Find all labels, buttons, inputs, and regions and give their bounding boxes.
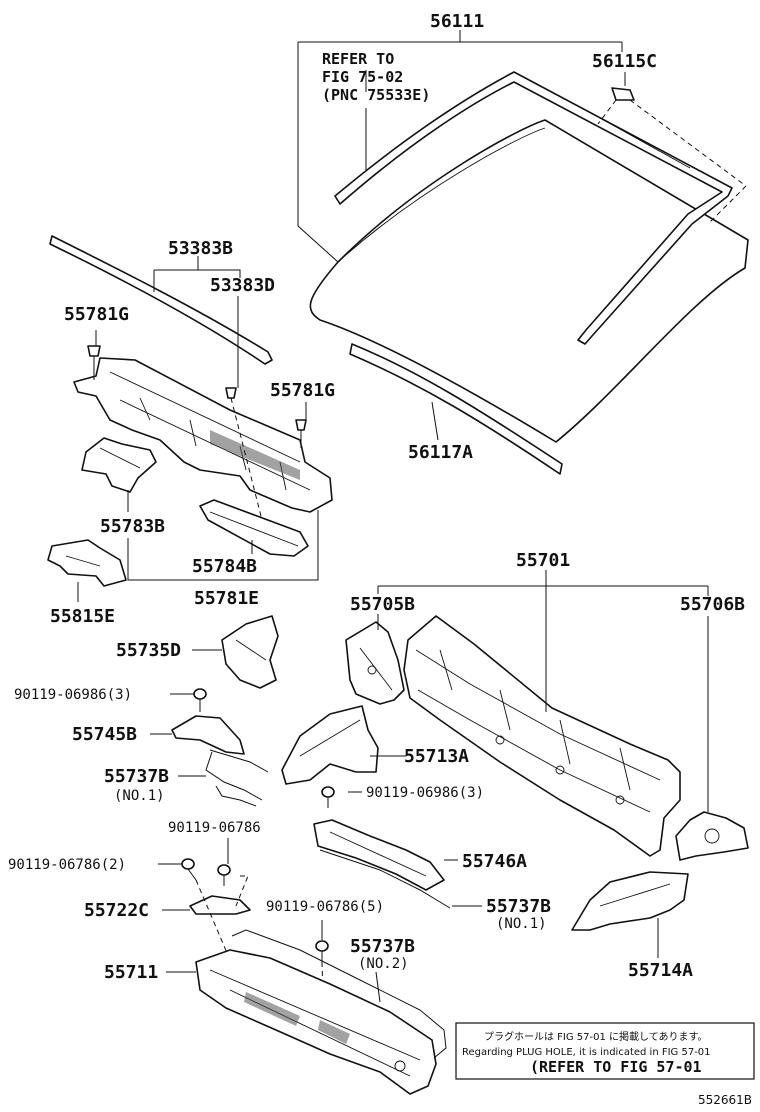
- hood-weatherstrip[interactable]: [49, 235, 273, 365]
- cowl-louver-seal[interactable]: [199, 499, 309, 557]
- label-55781g-right: 55781G: [270, 380, 335, 401]
- cowl-lower-leaders: [166, 971, 381, 1003]
- moulding-retainer[interactable]: [611, 87, 635, 101]
- label-55781e: 55781E: [194, 588, 259, 609]
- bolt-90119-06986-right[interactable]: [321, 786, 335, 808]
- cowl-side-panel-right[interactable]: [675, 811, 749, 861]
- note-japanese: プラグホールは FIG 57-01 に掲載してあります。: [484, 1030, 707, 1043]
- cowl-bracket-55745b[interactable]: [171, 715, 245, 755]
- cowl-panel[interactable]: [403, 615, 681, 857]
- label-53383b: 53383B: [168, 238, 233, 259]
- windshield-glass[interactable]: [309, 119, 749, 443]
- label-56117a: 56117A: [408, 442, 473, 463]
- lower-bracket-group: [171, 688, 451, 1031]
- label-55737b-no2: 55737B: [350, 936, 415, 957]
- qualifier-no2: (NO.2): [358, 956, 409, 972]
- cowl-lower-panel[interactable]: [195, 949, 437, 1095]
- cowl-side-panel-left[interactable]: [345, 621, 405, 705]
- clip-53383d[interactable]: [225, 387, 237, 399]
- cowl-inner-bracket[interactable]: [221, 615, 279, 689]
- label-55705b: 55705B: [350, 594, 415, 615]
- windshield-top-moulding[interactable]: [334, 71, 733, 345]
- label-55746a: 55746A: [462, 851, 527, 872]
- cowl-side-seal-left[interactable]: [81, 437, 157, 493]
- label-56111: 56111: [430, 11, 484, 32]
- clip-55781g-right[interactable]: [295, 419, 307, 431]
- label-53383d: 53383D: [210, 275, 275, 296]
- windshield-leaders: [297, 30, 626, 441]
- cowl-bracket-55722c[interactable]: [189, 895, 251, 915]
- label-55781g-left: 55781G: [64, 304, 129, 325]
- label-55737b-no1-left: 55737B: [104, 766, 169, 787]
- label-55706b: 55706B: [680, 594, 745, 615]
- cowl-lower-group: [195, 929, 447, 1095]
- windshield-group: [309, 71, 749, 475]
- cowl-wire-harness-left[interactable]: [205, 749, 269, 807]
- label-90119-06986-right: 90119-06986(3): [366, 785, 484, 801]
- label-55714a: 55714A: [628, 960, 693, 981]
- ref-line-2: FIG 75-02: [322, 68, 403, 86]
- label-55722c: 55722C: [84, 900, 149, 921]
- cowl-side-member-left[interactable]: [281, 705, 379, 785]
- note-english: Regarding PLUG HOLE, it is indicated in …: [462, 1047, 711, 1058]
- note-refer[interactable]: (REFER TO FIG 57-01: [530, 1058, 702, 1076]
- bolt-90119-06786[interactable]: [217, 864, 231, 886]
- cowl-panel-leaders: [192, 570, 709, 958]
- label-55815e: 55815E: [50, 606, 115, 627]
- label-90119-06986-left: 90119-06986(3): [14, 687, 132, 703]
- label-55713a: 55713A: [404, 746, 469, 767]
- cowl-bracket-55746a[interactable]: [313, 819, 445, 891]
- plug-hole-note: プラグホールは FIG 57-01 に掲載してあります。 Regarding P…: [455, 1022, 755, 1080]
- cowl-ventilator-louver[interactable]: [73, 357, 333, 513]
- clip-55781g-left[interactable]: [87, 345, 101, 357]
- label-55784b: 55784B: [192, 556, 257, 577]
- part-labels: 56111 56115C REFER TO FIG 75-02 (PNC 755…: [8, 11, 745, 983]
- cowl-side-bracket[interactable]: [47, 539, 127, 587]
- ref-line-3: (PNC 75533E): [322, 86, 430, 104]
- lower-bracket-leaders: [150, 693, 482, 940]
- note-box: [455, 1022, 755, 1080]
- ref-line-1: REFER TO: [322, 50, 394, 68]
- label-55735d: 55735D: [116, 640, 181, 661]
- qualifier-no1-right: (NO.1): [496, 916, 547, 932]
- label-55711: 55711: [104, 962, 158, 983]
- windshield-lower-moulding[interactable]: [349, 343, 563, 475]
- label-55783b: 55783B: [100, 516, 165, 537]
- cowl-side-member-right[interactable]: [571, 871, 689, 931]
- bolt-90119-06786-5[interactable]: [315, 940, 329, 962]
- label-55737b-no1-right: 55737B: [486, 896, 551, 917]
- cowl-upper-leaders: [77, 256, 319, 602]
- cowl-upper-group: [47, 235, 333, 587]
- cowl-wire-harness-right[interactable]: [319, 849, 451, 909]
- label-90119-06786-5: 90119-06786(5): [266, 899, 384, 915]
- figure-id: 552661B: [698, 1093, 752, 1107]
- bolt-90119-06786-2[interactable]: [181, 858, 197, 881]
- qualifier-no1-left: (NO.1): [114, 788, 165, 804]
- cowl-panel-group: [221, 615, 749, 931]
- label-56115c: 56115C: [592, 51, 657, 72]
- label-55701: 55701: [516, 550, 570, 571]
- label-90119-06786: 90119-06786: [168, 820, 261, 836]
- label-55745b: 55745B: [72, 724, 137, 745]
- bolt-90119-06986-left[interactable]: [193, 688, 207, 712]
- label-90119-06786-2: 90119-06786(2): [8, 857, 126, 873]
- cowl-wire-harness-no2[interactable]: [231, 929, 447, 1059]
